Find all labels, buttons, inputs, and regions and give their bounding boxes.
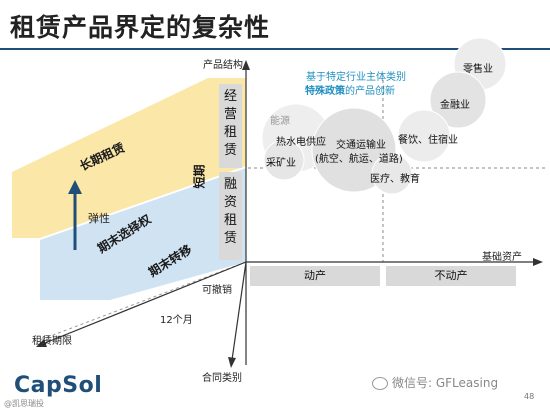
wechat-id: 微信号: GFLeasing — [372, 374, 498, 391]
immovable-assets-box: 不动产 — [386, 266, 516, 286]
long-term-band — [12, 78, 246, 238]
contract-category-axis — [231, 261, 247, 361]
logo-subtitle: @凯思瑞投 — [4, 399, 44, 408]
product-structure-label: 产品结构 — [203, 60, 243, 71]
elasticity-text: 弹性 — [88, 212, 110, 225]
wechat-icon — [372, 377, 388, 390]
basic-assets-arrow — [533, 258, 543, 266]
product-structure-arrow — [242, 60, 250, 70]
medical-label: 医疗、教育 — [370, 174, 420, 185]
lease-term-arrow — [36, 339, 47, 347]
option-band — [40, 168, 246, 300]
transport-sub-label: (航空、航运、道路) — [315, 154, 403, 165]
revocable-label: 可撤销 — [202, 285, 232, 296]
annotation-line2: 特殊政策的产品创新 — [305, 86, 395, 97]
energy-label: 能源 — [270, 116, 290, 127]
capsol-logo: CapSol — [14, 373, 103, 398]
lease-term-axis — [39, 261, 247, 346]
elasticity-arrow-head — [68, 180, 82, 194]
title-divider — [0, 48, 550, 50]
annotation-line1: 基于特定行业主体类别 — [306, 72, 406, 83]
bubble-finance — [429, 71, 487, 129]
catering-label: 餐饮、住宿业 — [398, 135, 458, 146]
movable-assets-box: 动产 — [250, 266, 380, 286]
retail-label: 零售业 — [463, 64, 493, 75]
bubble-catering — [397, 109, 451, 163]
mining-label: 采矿业 — [266, 158, 296, 169]
contract-category-label: 合同类别 — [202, 373, 242, 384]
contract-category-arrow — [228, 357, 236, 368]
bubble-medical — [371, 153, 413, 195]
page-title: 租赁产品界定的复杂性 — [10, 13, 271, 42]
basic-assets-label: 基础资产 — [482, 252, 522, 263]
dashed-guide-diagonal — [39, 261, 247, 341]
financing-lease-box: 融 资 租 赁 — [219, 172, 242, 260]
twelve-months-label: 12个月 — [160, 315, 193, 326]
short-term-text: 短期 — [192, 164, 207, 189]
page-number: 48 — [524, 392, 535, 401]
operating-lease-box: 经 营 租 赁 — [219, 84, 242, 168]
bubble-mining — [263, 139, 305, 181]
hydro-label: 热水电供应 — [276, 137, 326, 148]
transport-label: 交通运输业 — [336, 140, 386, 151]
lease-term-label: 租赁期限 — [32, 336, 72, 347]
finance-label: 金融业 — [440, 100, 470, 111]
